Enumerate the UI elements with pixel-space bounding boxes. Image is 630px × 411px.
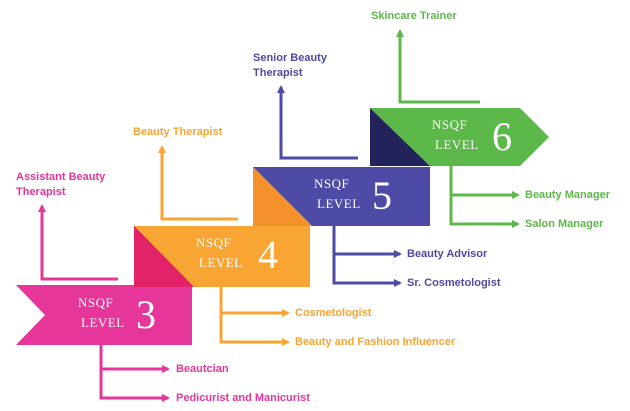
level-6-level: LEVEL — [435, 137, 479, 152]
level-3-number: 3 — [136, 292, 156, 337]
connector-level-3-role-2 — [99, 369, 170, 402]
level-5-progression-line-2: Therapist — [253, 67, 303, 79]
connector-level-5-progression — [277, 85, 358, 160]
level-5-box — [253, 167, 430, 226]
level-4-role-1-label: Cosmetologist — [295, 307, 372, 319]
level-5-nsqf: NSQF — [314, 176, 350, 191]
level-4-nsqf: NSQF — [196, 235, 232, 250]
level-6-nsqf: NSQF — [432, 117, 468, 132]
connector-level-4-role-1 — [219, 287, 290, 317]
connector-level-6-role-2 — [449, 195, 520, 228]
level-4-box — [134, 226, 310, 287]
level-3-role-2-label: Pedicurist and Manicurist — [176, 392, 310, 404]
level-5-number: 5 — [372, 173, 392, 218]
level-6-progression-line-1: Skincare Trainer — [371, 10, 457, 22]
level-3-progression-label: Assistant Beauty Therapist — [16, 170, 105, 200]
level-5-progression-label: Senior Beauty Therapist — [253, 51, 327, 81]
level-3-text: NSQF LEVEL 3 — [78, 293, 188, 339]
level-5-role-2-label: Sr. Cosmetologist — [407, 277, 501, 289]
connector-level-4-progression — [158, 145, 238, 221]
level-4-text: NSQF LEVEL 4 — [196, 233, 306, 279]
connector-level-5-role-1 — [332, 226, 402, 258]
level-4-progression-label: Beauty Therapist — [133, 125, 222, 140]
level-4-progression-line-1: Beauty Therapist — [133, 126, 223, 138]
level-6-role-2-label: Salon Manager — [525, 218, 604, 230]
connector-level-5-role-2 — [332, 254, 402, 287]
level-6-number: 6 — [492, 114, 512, 159]
level-5-progression-line-1: Senior Beauty — [253, 52, 327, 64]
level-3-level: LEVEL — [81, 315, 125, 330]
level-4-level: LEVEL — [199, 255, 243, 270]
level-4-role-2-label: Beauty and Fashion Influencer — [295, 336, 456, 348]
level-6-box — [370, 108, 549, 166]
connector-level-4-role-2 — [219, 313, 290, 346]
connector-level-6-progression — [396, 29, 480, 104]
connector-level-3-progression — [38, 204, 118, 281]
level-6-text: NSQF LEVEL 6 — [432, 115, 542, 161]
level-5-level: LEVEL — [317, 196, 361, 211]
level-6-role-1-label: Beauty Manager — [525, 189, 610, 201]
level-5-text: NSQF LEVEL 5 — [314, 174, 424, 220]
level-3-progression-line-2: Therapist — [16, 186, 66, 198]
level-3-nsqf: NSQF — [78, 295, 114, 310]
level-6-progression-label: Skincare Trainer — [371, 9, 457, 24]
connector-level-6-role-1 — [449, 166, 520, 199]
level-5-role-1-label: Beauty Advisor — [407, 248, 488, 260]
level-3-progression-line-1: Assistant Beauty — [16, 171, 106, 183]
level-4-number: 4 — [258, 232, 278, 277]
level-3-role-1-label: Beautcian — [176, 363, 229, 375]
